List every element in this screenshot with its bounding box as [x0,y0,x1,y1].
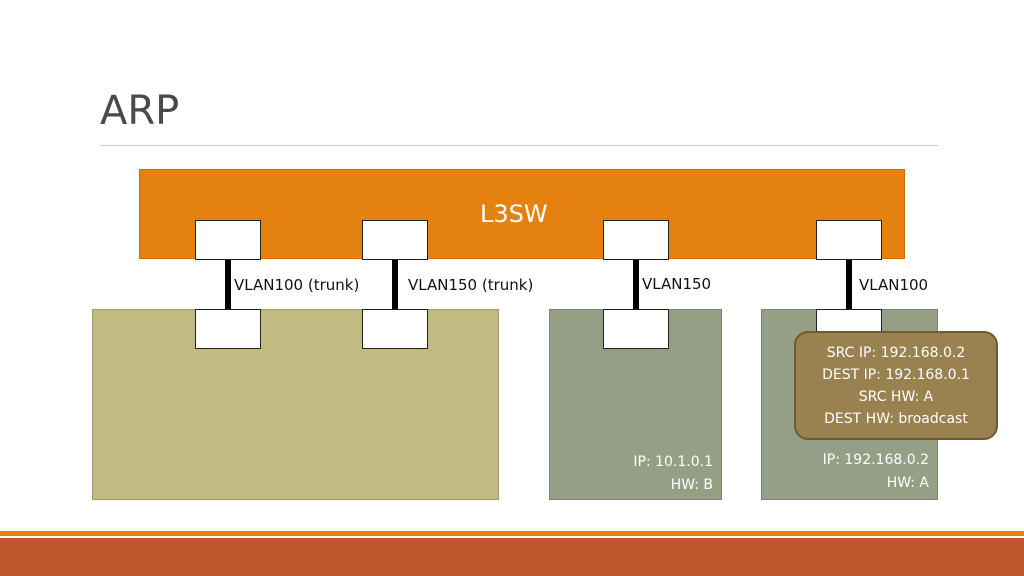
switch-label: L3SW [480,200,548,228]
l3-switch [139,169,905,259]
footer-accent-line [0,531,1024,536]
host-b-hw: HW: B [670,477,713,493]
host-b-info: IP: 10.1.0.1 HW: B [633,451,713,497]
host-a-port-2 [362,309,428,349]
switch-port-2 [362,220,428,260]
host-c-info: IP: 192.168.0.2 HW: A [823,449,929,495]
callout-dest-hw: DEST HW: broadcast [824,410,968,427]
host-b-ip: IP: 10.1.0.1 [633,454,713,470]
callout-dest-ip: DEST IP: 192.168.0.1 [822,366,970,383]
switch-port-3 [603,220,669,260]
switch-port-1 [195,220,261,260]
link-vlan150 [633,259,639,309]
host-router-box [92,309,499,500]
link-vlan100 [846,259,852,309]
page-title: ARP [100,88,180,134]
vlan-label-3: VLAN150 [642,275,712,293]
link-vlan150-trunk [392,259,398,309]
callout-src-hw: SRC HW: A [858,388,934,405]
host-a-port-1 [195,309,261,349]
link-vlan100-trunk [225,259,231,309]
vlan-label-2: VLAN150 (trunk) [408,276,534,294]
vlan-label-1: VLAN100 (trunk) [234,276,360,294]
vlan-label-4: VLAN100 [859,276,929,294]
host-c-ip: IP: 192.168.0.2 [822,452,929,468]
title-divider [100,145,938,146]
callout-src-ip: SRC IP: 192.168.0.2 [826,344,966,361]
host-b-port [603,309,669,349]
switch-port-4 [816,220,882,260]
arp-packet-callout: SRC IP: 192.168.0.2 DEST IP: 192.168.0.1… [794,331,998,440]
host-c-hw: HW: A [886,475,929,491]
footer-bar [0,538,1024,576]
